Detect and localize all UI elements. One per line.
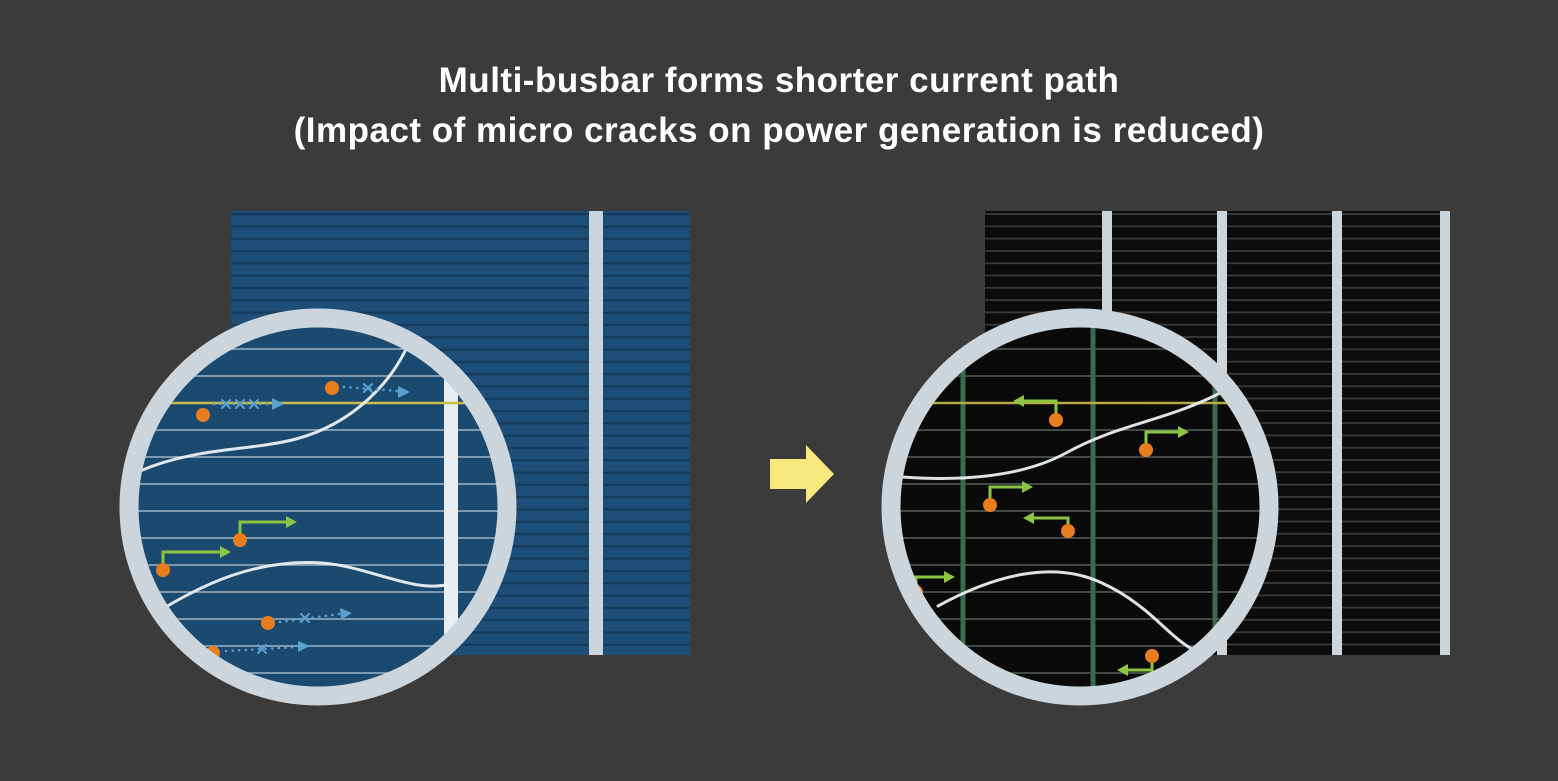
arrowhead-icon <box>220 546 231 558</box>
long-path-arrowheads <box>272 386 410 652</box>
long-current-path <box>224 645 300 653</box>
arrowhead-icon <box>1013 395 1024 407</box>
left-magnifier-content <box>138 327 498 687</box>
short-current-path <box>1024 399 1058 413</box>
busbar <box>1332 211 1342 655</box>
arrowhead-icon <box>340 608 352 620</box>
electron-dot <box>1145 649 1159 663</box>
arrowhead-icon <box>944 571 955 583</box>
arrowhead-icon <box>1178 426 1189 438</box>
long-current-paths <box>212 383 410 654</box>
busbar <box>1440 211 1450 655</box>
short-current-path <box>1034 516 1070 524</box>
short-current-paths <box>914 395 1189 676</box>
short-current-path <box>161 550 220 563</box>
short-current-path <box>988 485 1022 498</box>
short-current-path <box>1144 430 1178 443</box>
transition-arrow-icon <box>770 445 834 503</box>
arrowhead-icon <box>1022 481 1033 493</box>
arrowhead-icon <box>286 516 297 528</box>
electron-dot <box>233 533 247 547</box>
arrowhead-icon <box>298 641 310 652</box>
right-magnifier-glass <box>900 327 1260 687</box>
title-line-1: Multi-busbar forms shorter current path <box>438 61 1120 100</box>
zoomed-busbar <box>444 327 458 687</box>
micro-cracks <box>138 328 452 625</box>
left-magnifier <box>119 308 517 706</box>
arrowhead-icon <box>1117 664 1128 676</box>
electron-dot <box>1049 413 1063 427</box>
short-current-paths <box>161 516 297 563</box>
conventional-busbar <box>589 211 603 655</box>
blocked-x-icon <box>221 383 373 654</box>
right-magnifier <box>881 308 1279 706</box>
short-path-arrowheads <box>944 395 1189 676</box>
left-magnifier-ring <box>119 308 517 706</box>
arrowhead-icon <box>398 386 410 398</box>
short-path-arrowheads <box>220 516 297 558</box>
electron-dot <box>196 408 210 422</box>
micro-cracks <box>900 391 1222 651</box>
micro-crack <box>936 570 1194 651</box>
micro-crack <box>138 328 416 473</box>
electron-dot <box>261 616 275 630</box>
long-current-path <box>342 385 400 393</box>
electron-dot <box>1139 443 1153 457</box>
short-current-path <box>1128 663 1154 672</box>
arrowhead-icon <box>1023 512 1034 524</box>
electron-dot <box>983 498 997 512</box>
electron-dot <box>1061 524 1075 538</box>
figure-title: Multi-busbar forms shorter current path … <box>0 56 1558 156</box>
left-magnifier-glass <box>138 327 498 687</box>
short-current-path <box>238 520 286 533</box>
micro-crack <box>138 561 452 625</box>
title-line-2: (Impact of micro cracks on power generat… <box>293 111 1265 150</box>
right-magnifier-ring <box>881 308 1279 706</box>
micro-crack <box>900 391 1222 480</box>
arrowhead-icon <box>272 398 284 410</box>
electron-dot <box>156 563 170 577</box>
right-magnifier-content <box>900 327 1260 687</box>
electron-dot <box>325 381 339 395</box>
